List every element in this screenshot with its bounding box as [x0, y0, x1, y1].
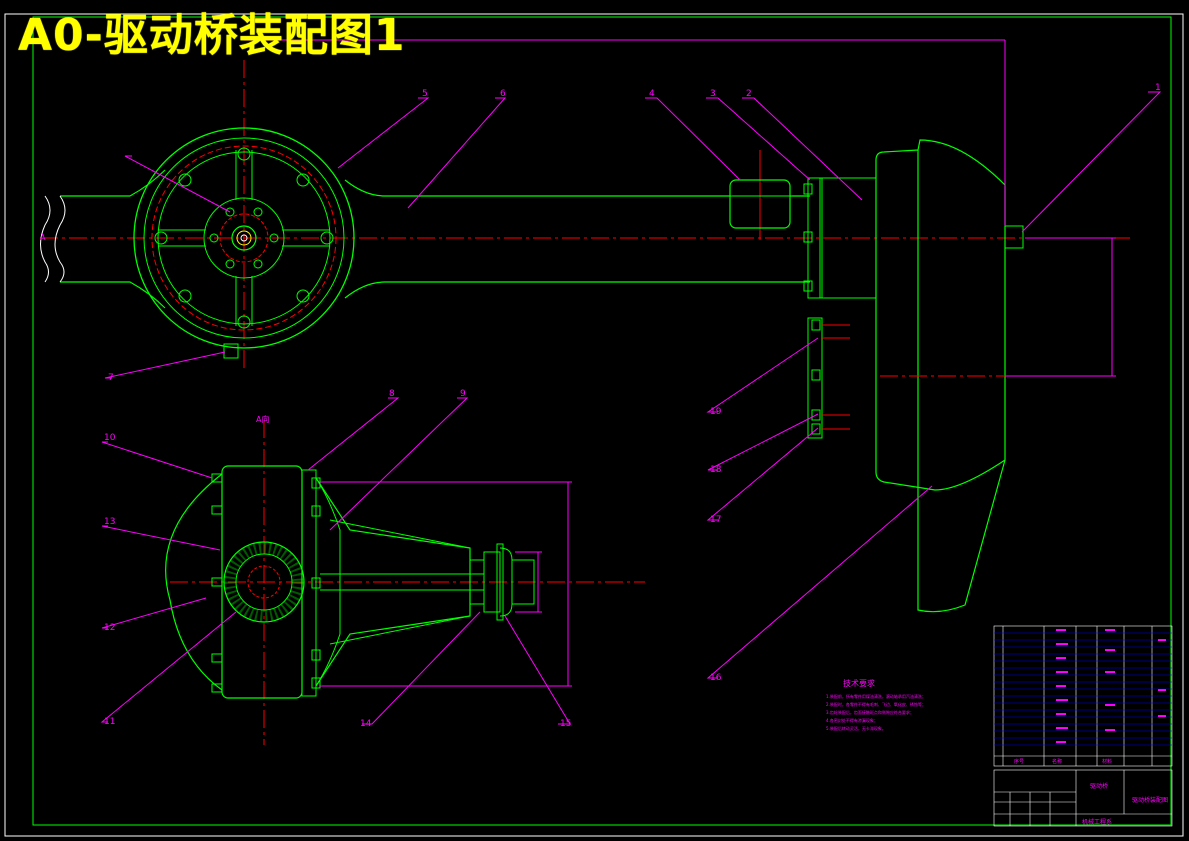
callout-14: 14: [360, 719, 372, 729]
callout-3: 3: [710, 89, 716, 99]
tech-heading: 技术要求: [843, 678, 875, 688]
title-block-text: 驱动桥 驱动桥装配图 机械工程系: [1082, 782, 1168, 826]
section-mark: A: [40, 233, 46, 242]
callout-16: 16: [710, 673, 722, 683]
callout-18: 18: [710, 465, 722, 475]
tech-line-4: 4.各密封处不得有渗漏现象；: [826, 717, 878, 723]
callout-10: 10: [104, 433, 116, 443]
col-header-material: 材料: [1102, 758, 1112, 765]
callout-7: 7: [108, 373, 114, 383]
callout-numbers: 1 2 3 4 5 6 7 8 9 10 11 12 13 14 15 16 1…: [104, 83, 1161, 729]
leader-lines: [100, 91, 1162, 725]
callout-15: 15: [560, 719, 571, 729]
callout-8: 8: [389, 389, 395, 399]
outer-border: [4, 13, 1184, 837]
tech-line-1: 1.装配前，所有零件用煤油清洗，滚动轴承用汽油清洗；: [826, 693, 926, 699]
callout-13: 13: [104, 517, 115, 527]
tech-line-3: 3.齿轮装配后，齿面接触斑点和侧隙应符合要求；: [826, 709, 914, 715]
tech-line-5: 5.装配后转动灵活，无卡滞现象。: [826, 725, 886, 731]
side-view-differential: [165, 420, 645, 745]
top-view-axle: [40, 39, 1130, 613]
parts-rows: [994, 632, 1172, 746]
callout-11: 11: [104, 717, 115, 727]
page-title: A0-驱动桥装配图1: [18, 10, 406, 61]
tech-requirements: 技术要求 1.装配前，所有零件用煤油清洗，滚动轴承用汽油清洗； 2.装配时，各零…: [826, 678, 926, 731]
inner-frame: [32, 16, 1172, 826]
title-block: [993, 769, 1173, 827]
callout-5: 5: [422, 89, 428, 99]
col-header-name: 名称: [1052, 758, 1062, 765]
callout-2: 2: [746, 89, 752, 99]
drawing-title: 驱动桥装配图: [1132, 796, 1168, 804]
callout-9: 9: [460, 389, 466, 399]
parts-list-header: 序号 名称 材料: [1014, 758, 1112, 765]
section-view-label: A向: [256, 414, 269, 424]
col-header-no: 序号: [1014, 758, 1024, 765]
parts-marks: [1056, 629, 1166, 743]
callout-6: 6: [500, 89, 506, 99]
callout-4: 4: [649, 89, 655, 99]
parts-list: [993, 625, 1173, 767]
part-name: 驱动桥: [1090, 782, 1108, 790]
callout-19: 19: [710, 407, 722, 417]
callout-1: 1: [1155, 83, 1161, 93]
tech-line-2: 2.装配时，各零件不得有毛刺、飞边、氧化皮、锈蚀等；: [826, 701, 926, 707]
school-name: 机械工程系: [1082, 818, 1112, 826]
callout-17: 17: [710, 515, 721, 525]
callout-12: 12: [104, 623, 115, 633]
